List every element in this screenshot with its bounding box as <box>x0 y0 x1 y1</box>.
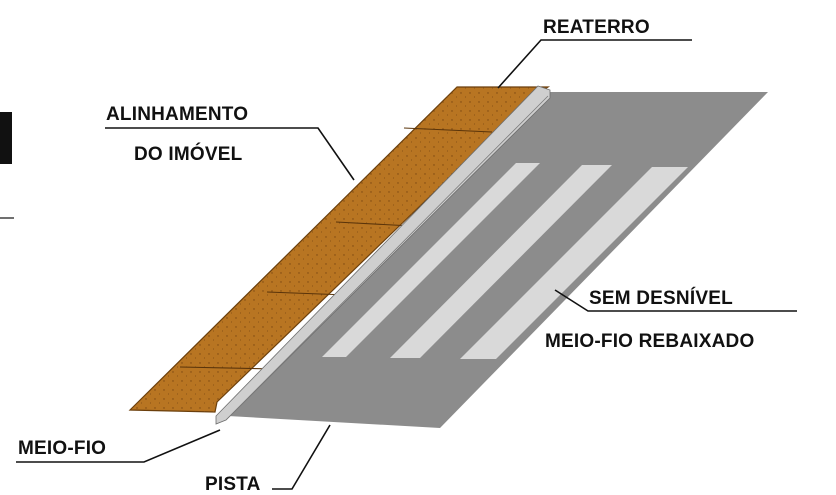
crosswalk-stripes <box>322 163 688 359</box>
soil-seams <box>179 127 493 370</box>
leader-pista <box>272 424 331 490</box>
curb <box>215 85 551 425</box>
soil-backfill <box>128 86 551 413</box>
crosswalk-stripe-1 <box>322 163 540 357</box>
leader-reaterro <box>497 39 692 89</box>
label-reaterro: REATERRO <box>543 17 650 38</box>
leader-sem-desnivel <box>554 289 797 312</box>
label-sem-desnivel: SEM DESNÍVEL <box>589 287 733 309</box>
crosswalk-stripe-3 <box>460 167 688 359</box>
label-alinhamento-line1: ALINHAMENTO <box>106 104 248 125</box>
label-pista: PISTA <box>205 474 261 495</box>
edge-mark <box>0 112 12 164</box>
crosswalk-stripe-2 <box>390 165 612 358</box>
leader-meio-fio <box>16 429 221 463</box>
label-alinhamento-line2: DO IMÓVEL <box>134 143 243 165</box>
leader-alinhamento <box>105 127 355 181</box>
label-meio-fio: MEIO-FIO <box>18 438 106 459</box>
label-meio-fio-rebaixado: MEIO-FIO REBAIXADO <box>545 331 754 352</box>
